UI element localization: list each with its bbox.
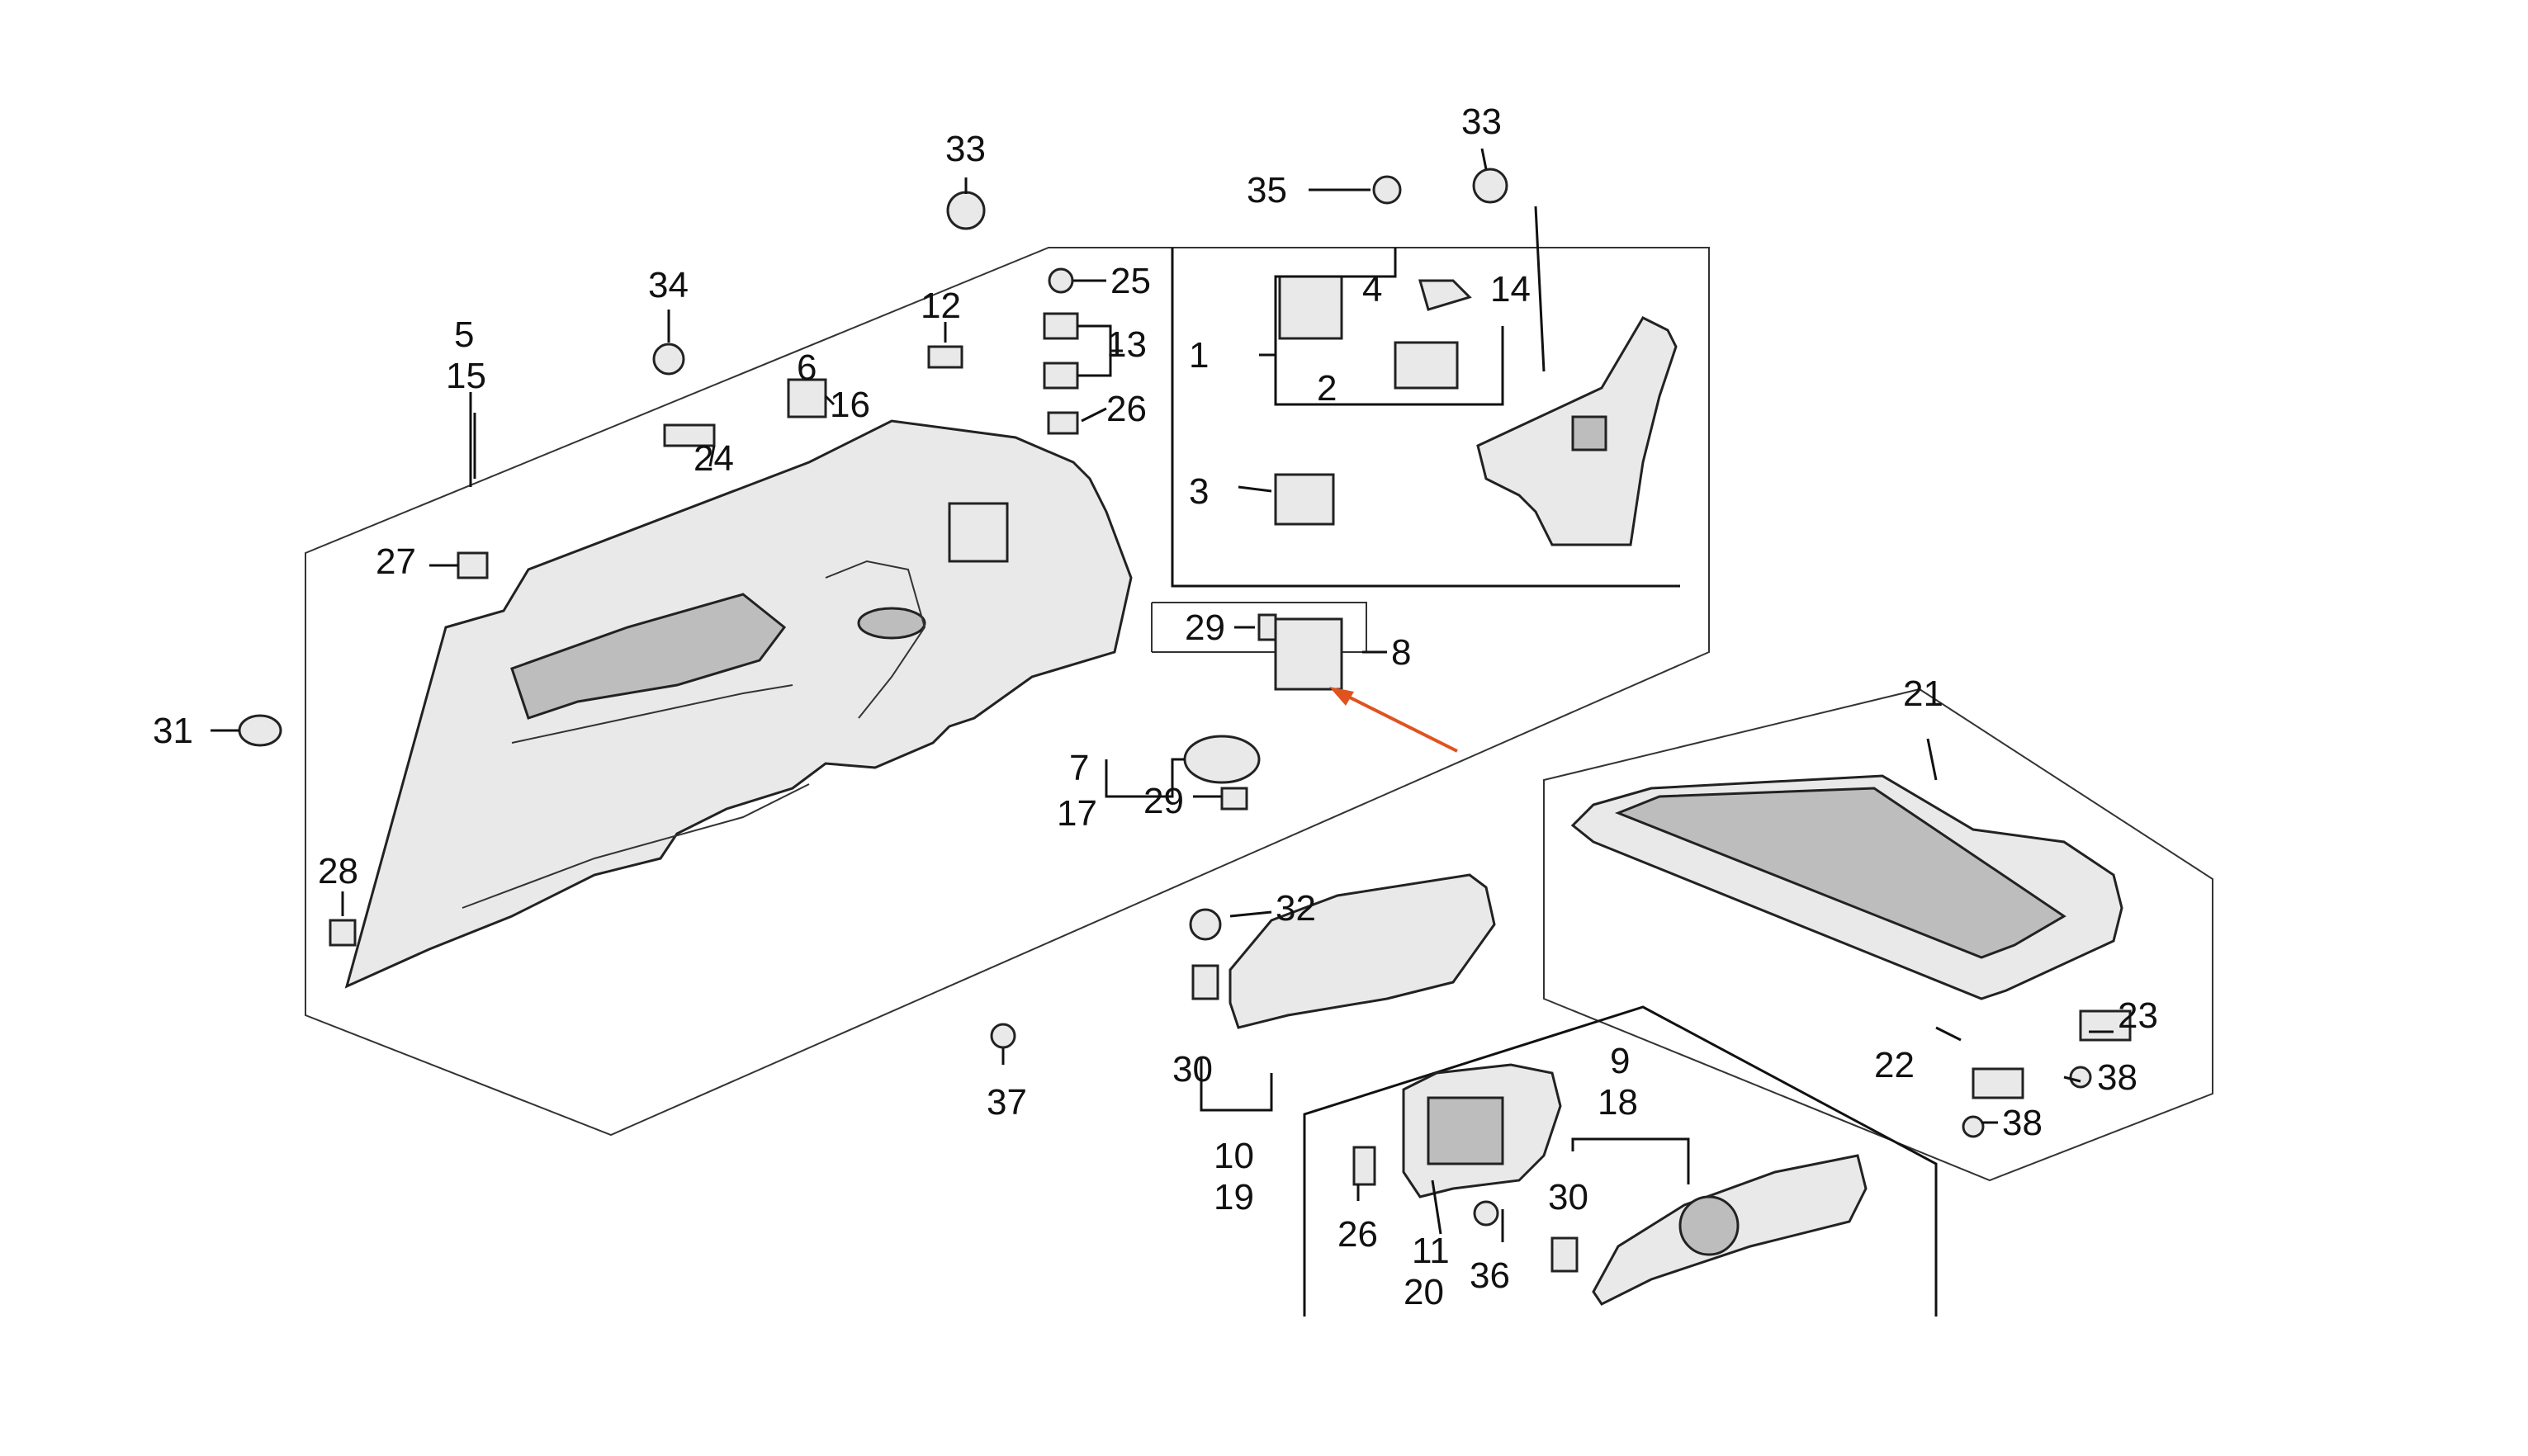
group-box-left-panel [305,247,1710,1137]
label-16: 16 [830,385,870,425]
clip-24-icon [663,423,716,447]
label-34: 34 [648,265,689,305]
cover-8 [1274,617,1343,691]
label-3: 3 [1189,471,1209,512]
screw-36-icon [1473,1200,1499,1227]
label-37: 37 [987,1082,1027,1123]
panel-opening [948,502,1009,563]
clip-38b-icon [1962,1115,1985,1138]
switch-14 [1418,279,1472,311]
quarter-trim-panel [344,419,1133,989]
label-20: 20 [1404,1272,1444,1312]
trim-strip-10 [1228,873,1496,1029]
label-18: 18 [1598,1082,1638,1123]
label-8: 8 [1391,632,1411,673]
bolt-35-icon [1372,175,1402,205]
label-12: 12 [921,286,961,326]
light-housing-1 [1278,275,1343,340]
leader-lines [211,148,2114,1242]
label-2: 2 [1317,368,1337,409]
label-36: 36 [1470,1255,1510,1296]
label-27: 27 [376,541,416,582]
label-38a: 38 [2097,1057,2137,1098]
clip-30a-icon [1191,964,1219,1000]
bolt-33a-icon [946,191,986,230]
bolt-34-icon [652,343,685,376]
clip-31-icon [238,714,282,747]
label-4: 4 [1362,269,1382,310]
label-17: 17 [1057,793,1097,834]
label-33a: 33 [945,129,986,169]
label-26a: 26 [1106,389,1147,429]
label-31: 31 [153,711,193,751]
highlight-arrowhead [1329,687,1354,706]
clip-30b-icon [1550,1236,1579,1273]
inset-mount [1571,415,1607,451]
label-32: 32 [1276,888,1316,929]
label-7: 7 [1069,748,1089,788]
label-25: 25 [1110,261,1151,301]
label-30a: 30 [1172,1049,1213,1090]
label-29a: 29 [1185,607,1225,648]
cap-7 [1183,735,1261,784]
light-lens-4 [1394,341,1459,390]
label-1: 1 [1189,335,1209,376]
clip-27-icon [457,551,489,579]
label-30b: 30 [1548,1177,1588,1217]
bracket-22 [1972,1067,2024,1099]
group-box-lower-panel [1303,1005,1938,1317]
group-box-trunk-tray [1543,688,2213,1182]
speaker-bracket-hole [1427,1096,1504,1165]
label-24: 24 [694,438,734,479]
label-28: 28 [318,851,358,891]
clip-6 [787,378,827,418]
clip-28-icon [329,919,357,947]
clip-29b-icon [1220,787,1248,811]
label-15: 15 [446,356,486,396]
clip-12-icon [927,345,963,369]
bolt-33b-icon [1472,168,1508,204]
label-10: 10 [1214,1136,1254,1176]
label-23: 23 [2118,995,2158,1036]
speaker-grille [1678,1195,1740,1256]
clip-13a-icon [1043,312,1079,340]
label-21: 21 [1903,674,1943,714]
label-29b: 29 [1143,781,1184,821]
clip-38a-icon [2069,1066,2092,1089]
label-6: 6 [797,347,817,388]
group-box-light-inset [1171,248,1680,588]
label-5: 5 [454,314,474,355]
label-11: 11 [1412,1231,1450,1271]
screw-37-icon [990,1023,1016,1049]
wall-inset-drawing [1476,316,1678,546]
clip-13b-icon [1043,362,1079,390]
clip-26a-icon [1047,411,1079,435]
highlight-arrow [1333,688,1458,753]
light-lens-3 [1274,473,1335,526]
panel-cup-holder [857,607,926,640]
clip-26b-icon [1352,1146,1376,1186]
label-19: 19 [1214,1177,1254,1217]
label-14: 14 [1490,269,1531,310]
label-35: 35 [1247,170,1287,210]
label-38b: 38 [2002,1103,2043,1143]
label-33b: 33 [1461,102,1502,142]
group-box-cover-8 [1152,602,1367,653]
label-9: 9 [1610,1041,1630,1081]
callout-labels: 33 33 35 34 25 13 26 12 6 16 5 15 24 27 … [153,102,2158,1312]
screw-25-icon [1048,267,1074,294]
label-13: 13 [1106,324,1147,365]
clip-29a-icon [1257,613,1277,641]
trunk-tray [1570,774,2123,1000]
label-22: 22 [1874,1045,1915,1085]
bolt-32-icon [1189,908,1222,941]
bracket-23 [2079,1009,2132,1042]
label-26b: 26 [1337,1214,1378,1255]
